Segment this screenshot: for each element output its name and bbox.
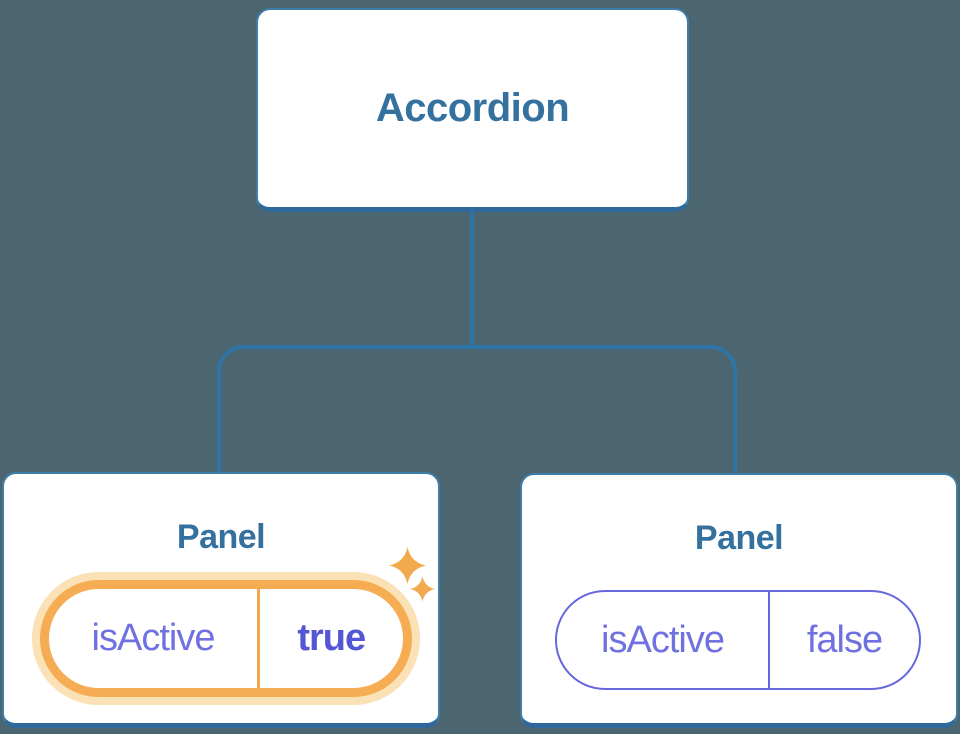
- state-value-cell: true: [260, 589, 404, 688]
- sparkle-icon: [389, 547, 426, 584]
- panel-title: Panel: [176, 518, 266, 556]
- pill-divider: [257, 589, 260, 688]
- connector-stem: [470, 210, 474, 347]
- panel-node-active: Panel isActive true: [2, 472, 440, 728]
- panel-node-inactive: Panel isActive false: [520, 473, 958, 728]
- state-value-cell: false: [770, 592, 919, 688]
- state-name-cell: isActive: [49, 589, 257, 688]
- state-pill-inactive: isActive false: [555, 590, 921, 690]
- accordion-node-label: Accordion: [375, 86, 570, 130]
- state-pill-active-glow: isActive true: [32, 572, 420, 705]
- state-name: isActive: [601, 618, 725, 661]
- sparkle-icon: [410, 576, 435, 602]
- state-value: false: [806, 618, 883, 661]
- accordion-node: Accordion: [256, 8, 689, 212]
- state-pill-active: isActive true: [40, 580, 412, 697]
- connector-branch: [217, 345, 737, 473]
- panel-title: Panel: [694, 519, 784, 557]
- state-name-cell: isActive: [557, 592, 770, 688]
- state-name: isActive: [91, 617, 216, 659]
- state-value: true: [297, 617, 366, 659]
